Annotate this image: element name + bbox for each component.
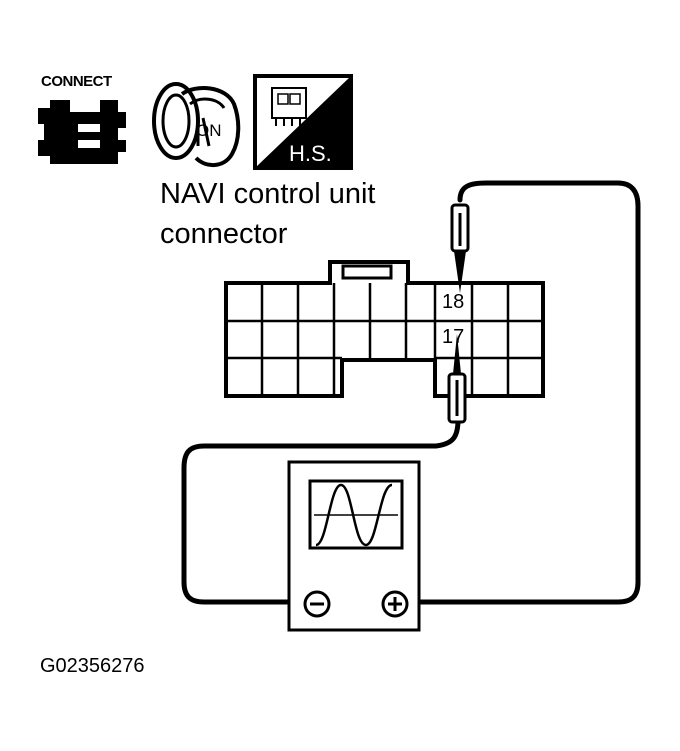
pin-17-label: 17 <box>442 326 465 348</box>
pin-18-label: 18 <box>442 291 465 313</box>
connector-housing <box>224 260 545 398</box>
probe-17 <box>447 334 467 424</box>
harness-side-icon: H.S. <box>253 74 353 170</box>
ignition-key-on-icon <box>152 82 241 167</box>
probe-18 <box>450 203 470 293</box>
connector-title-line1: NAVI control unit <box>160 178 376 210</box>
sine-wave-icon <box>315 483 393 547</box>
connector-title-line2: connector <box>160 218 288 250</box>
test-leads <box>181 180 641 605</box>
harness-side-label: H.S. <box>289 141 332 166</box>
connector-plug-icon <box>38 100 126 164</box>
figure-id: G02356276 <box>40 655 145 677</box>
oscilloscope <box>287 460 421 632</box>
connect-label: CONNECT <box>41 73 112 90</box>
